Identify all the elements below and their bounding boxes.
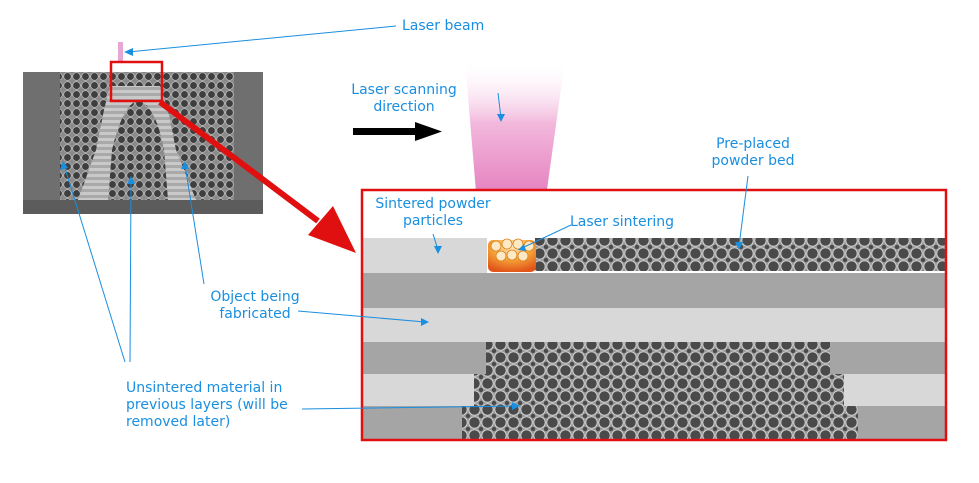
- sintered-layer-top: [362, 238, 487, 273]
- label-object-line2: fabricated: [219, 306, 291, 322]
- leader-lines: [63, 25, 749, 410]
- unsintered-powder-region: [462, 342, 858, 440]
- zoom-box: [109, 60, 164, 103]
- build-platform: [23, 200, 263, 214]
- layer-dark-1: [362, 273, 946, 308]
- label-sintered-particles: Sintered powder particles: [366, 196, 500, 230]
- label-preplaced-line1: Pre-placed: [716, 136, 790, 152]
- label-scan-direction: Laser scanning direction: [344, 82, 464, 116]
- label-scan-direction-line2: direction: [373, 99, 435, 115]
- label-unsintered-material: Unsintered material in previous layers (…: [126, 380, 288, 431]
- sinter-particles: [490, 238, 535, 262]
- label-scan-direction-line1: Laser scanning: [351, 82, 457, 98]
- label-object-line1: Object being: [210, 289, 300, 305]
- label-unsintered-line1: Unsintered material in: [126, 380, 283, 396]
- label-sintered-line2: particles: [402, 213, 464, 229]
- zoom-frame: [360, 188, 948, 442]
- label-laser-beam: Laser beam: [402, 18, 485, 34]
- label-laser-sintering: Laser sintering: [570, 214, 675, 230]
- overview-beam: [118, 42, 123, 62]
- right-arrow-icon: [353, 122, 442, 141]
- overview-inner-powder: [108, 100, 168, 200]
- overview-panel: [23, 42, 263, 214]
- label-unsintered-line2: previous layers (will be: [126, 397, 288, 413]
- label-preplaced-line2: powder bed: [711, 153, 795, 169]
- label-preplaced-powder-bed: Pre-placed powder bed: [694, 136, 812, 170]
- label-unsintered-line3: removed later): [126, 414, 231, 430]
- zoom-callout-arrow: [158, 99, 356, 253]
- leader-arrowheads: [60, 48, 743, 410]
- layer-light-1: [362, 308, 946, 342]
- label-sintered-line1: Sintered powder: [375, 196, 491, 212]
- label-object-fabricated: Object being fabricated: [196, 289, 314, 323]
- cross-section: [360, 188, 948, 442]
